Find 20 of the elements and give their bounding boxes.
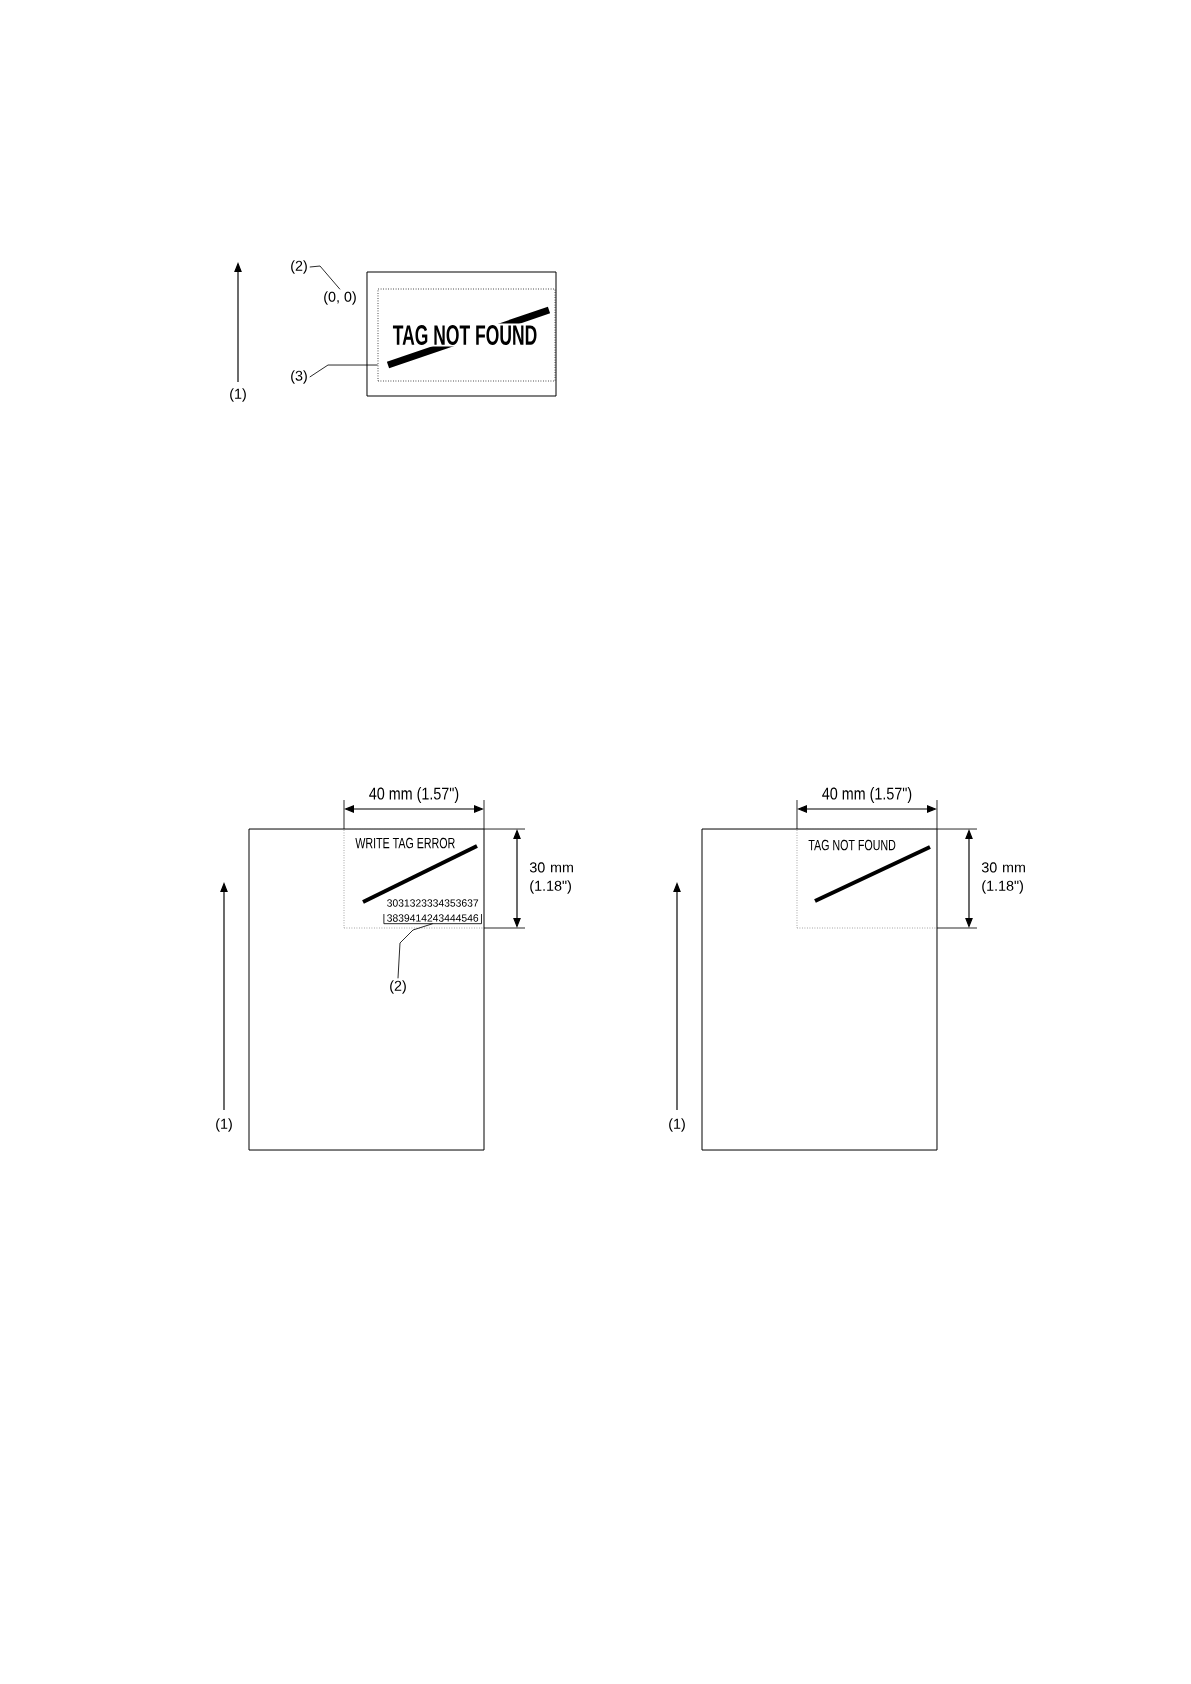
print-area: TAG NOT FOUND <box>377 288 556 382</box>
dimension-label: 40 mm (1.57") <box>369 787 459 803</box>
label-outline <box>248 828 485 1151</box>
callout-number: (3) <box>291 370 307 384</box>
callout-number: (2) <box>390 980 406 994</box>
dimension-label: 30 mm (1.18") <box>981 862 1025 894</box>
callout-number: (1) <box>216 1118 232 1132</box>
leader-line <box>397 923 434 979</box>
label-outline <box>366 271 557 397</box>
label-outline <box>701 828 938 1151</box>
leader-line <box>309 364 378 378</box>
dimension-label: 40 mm (1.57") <box>822 787 912 803</box>
origin-label: (0, 0) <box>324 291 356 305</box>
dimension-label: 30 mm (1.18") <box>529 862 573 894</box>
callout-number: (2) <box>291 260 307 274</box>
leader-line <box>309 265 341 290</box>
callout-number: (1) <box>230 388 246 402</box>
callout-number: (1) <box>669 1118 685 1132</box>
bracketed-number: 3839414243444546 <box>383 913 482 925</box>
print-area: TAG NOT FOUND <box>796 828 938 929</box>
